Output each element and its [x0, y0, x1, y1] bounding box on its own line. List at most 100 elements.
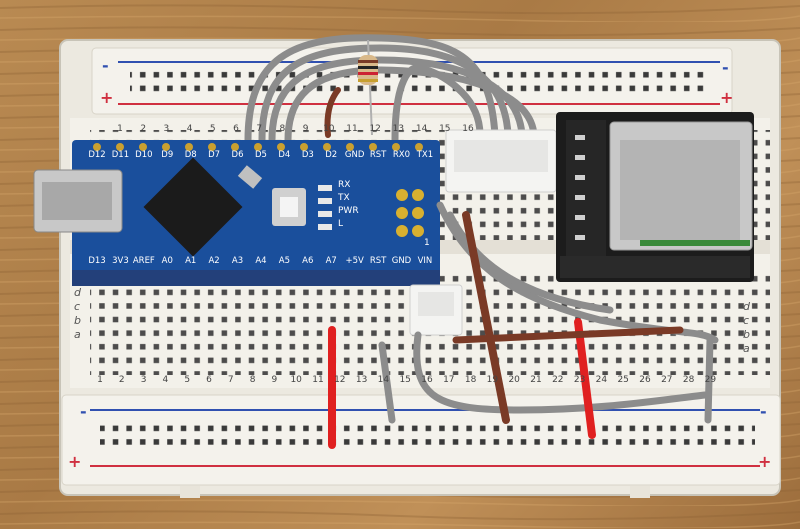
pin-label: D7 — [208, 150, 221, 160]
pin-label: A6 — [302, 256, 314, 266]
brown-wire-horizontal — [452, 326, 684, 344]
row-letter: c — [743, 314, 750, 327]
column-number: 10 — [323, 124, 335, 134]
pin-label: D2 — [325, 150, 338, 160]
pin-label: +5V — [345, 256, 364, 266]
column-number: 6 — [233, 124, 239, 134]
red-wire-col23 — [574, 318, 596, 439]
row-letter: c — [74, 300, 81, 313]
gray-jumper-wires-top — [244, 34, 538, 144]
pin-label: D3 — [301, 150, 314, 160]
rail-minus-top: - — [102, 56, 109, 75]
column-number: 15 — [439, 124, 451, 134]
column-number: 12 — [334, 375, 346, 385]
row-letter: d — [743, 300, 750, 313]
rail-minus-bottom: - — [80, 402, 87, 421]
pin-label: TX1 — [416, 150, 434, 160]
pin-label: A2 — [208, 256, 220, 266]
column-number: 15 — [399, 375, 411, 385]
column-number: 24 — [595, 375, 608, 385]
pin-label: D5 — [254, 150, 267, 160]
column-number: 19 — [486, 375, 499, 385]
column-number: 5 — [209, 124, 216, 134]
column-number: 13 — [392, 124, 405, 134]
column-number: 13 — [355, 375, 368, 385]
pin-label: A4 — [255, 256, 267, 266]
rail-plus-bottom-right: + — [758, 452, 772, 471]
column-number: 7 — [227, 375, 234, 385]
column-number: 8 — [249, 375, 256, 385]
pin-label: D13 — [88, 256, 106, 266]
gray-wire-right-arc-2 — [446, 211, 614, 314]
column-number: 4 — [162, 375, 169, 385]
column-number: 4 — [186, 124, 193, 134]
pin-label: RST — [369, 256, 387, 266]
pin-label: D11 — [111, 150, 130, 160]
pin-label: D4 — [278, 150, 291, 160]
arduino-nano — [33, 140, 440, 286]
column-number: 2 — [118, 375, 125, 385]
pin-label: GND — [391, 256, 412, 266]
column-number: 8 — [279, 124, 286, 134]
row-letter: a — [743, 342, 750, 355]
column-number: 16 — [421, 375, 433, 385]
column-number: 22 — [552, 375, 564, 385]
column-number: 18 — [464, 375, 477, 385]
led-label-tx: TX — [338, 193, 350, 203]
rail-plus-top: + — [100, 88, 114, 107]
resistor — [358, 39, 378, 136]
pin-label: A1 — [185, 256, 197, 266]
column-number: 27 — [661, 375, 673, 385]
column-number: 16 — [462, 124, 474, 134]
gray-wire-lower-loop — [413, 331, 709, 414]
column-number: 3 — [140, 375, 147, 385]
row-letter: a — [74, 328, 81, 341]
led-label-l: L — [338, 219, 344, 229]
column-number: 29 — [704, 375, 717, 385]
dfplayer-mp3-module — [556, 112, 754, 282]
column-number: 10 — [290, 375, 302, 385]
column-number: 21 — [530, 375, 542, 385]
column-number: 14 — [415, 124, 428, 134]
pin-label: 3V3 — [112, 256, 129, 266]
column-number: 3 — [163, 124, 170, 134]
column-number: 25 — [617, 375, 629, 385]
column-number: 1 — [97, 375, 103, 385]
rail-minus-top-right: - — [722, 58, 729, 77]
header-pin-one-label: 1 — [424, 238, 430, 248]
pin-label: D12 — [88, 150, 106, 160]
pin-label: A7 — [325, 256, 337, 266]
row-letter: b — [743, 328, 750, 341]
column-number: 28 — [682, 375, 695, 385]
column-number: 11 — [312, 375, 324, 385]
column-number: 26 — [639, 375, 651, 385]
pin-label: RX0 — [392, 150, 411, 160]
brown-wire-d2 — [324, 87, 341, 138]
column-number: 9 — [271, 375, 278, 385]
gray-wire-col29 — [704, 336, 714, 424]
atmega-chip — [143, 157, 243, 257]
pin-label: A3 — [231, 256, 244, 266]
rail-minus-bottom-right: - — [760, 402, 767, 421]
led-label-pwr: PWR — [338, 206, 359, 216]
pin-label: RST — [369, 150, 387, 160]
led-label-rx: RX — [338, 180, 351, 190]
column-number: 20 — [508, 375, 520, 385]
column-number: 17 — [443, 375, 455, 385]
column-number: 9 — [302, 124, 309, 134]
row-letter: b — [74, 314, 81, 327]
column-number: 11 — [346, 124, 358, 134]
nano-top-pin-labels: D12 D11 D10 D9 D8 D7 D6 D5 D4 D3 D2 GND … — [86, 150, 436, 160]
pin-label: A5 — [278, 256, 290, 266]
nano-bottom-pin-labels: D13 3V3 AREF A0 A1 A2 A3 A4 A5 A6 A7 +5V… — [86, 256, 436, 266]
pin-label: AREF — [132, 256, 155, 266]
column-number: 14 — [377, 375, 390, 385]
rail-plus-bottom: + — [68, 452, 82, 471]
pin-label: D8 — [184, 150, 197, 160]
column-number: 12 — [369, 124, 381, 134]
column-number: 6 — [206, 375, 212, 385]
pin-label: D9 — [161, 150, 174, 160]
gray-wire-col14 — [378, 341, 396, 424]
row-letter: d — [74, 286, 81, 299]
